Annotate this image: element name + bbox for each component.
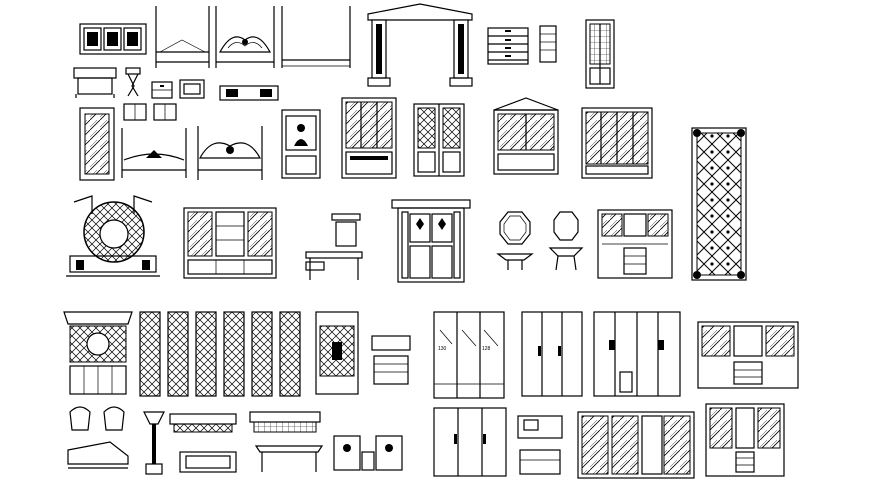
coffee-table [179, 451, 237, 473]
vanity-table-with-mirror [305, 213, 363, 280]
console-table [73, 67, 117, 98]
double-door-cabinet [413, 103, 465, 177]
tall-display-cabinet [597, 209, 673, 279]
standing-lattice-screen [315, 311, 359, 395]
multi-door-glass-cabinet [577, 411, 695, 479]
altar-cabinet [281, 109, 321, 179]
stool [125, 67, 141, 97]
low-bench [169, 413, 237, 433]
display-cabinet-drawers [705, 403, 785, 477]
octagon-table-a [496, 211, 534, 270]
daybed [67, 441, 129, 469]
chairs-pair [333, 435, 403, 471]
canopy-altar [63, 311, 133, 395]
bed-profile [281, 6, 351, 68]
nightstand-a [151, 81, 173, 99]
wardrobe-dim-label-a: 130 [438, 346, 447, 352]
small-cabinets [123, 103, 177, 121]
chest-of-drawers [487, 27, 529, 65]
display-shelving-unit [183, 207, 277, 279]
tall-glass-cabinet [585, 19, 615, 89]
carved-wardrobe [391, 199, 471, 283]
desk-and-cabinet [517, 415, 563, 475]
sliding-wardrobe [433, 407, 507, 477]
four-poster-bed-ornate [215, 6, 275, 68]
small-chest [371, 335, 411, 385]
wardrobe-dim-label-b: 128 [482, 346, 491, 352]
nightstand-b [179, 79, 205, 99]
diamond-lattice-screen [691, 127, 747, 281]
side-table [254, 445, 324, 472]
four-door-glass-cabinet [581, 107, 653, 179]
sideboard-elevation [79, 23, 147, 55]
bed-headboard-a [121, 128, 187, 178]
folding-screen-panels [139, 311, 301, 397]
wardrobe-with-hanging: 130 128 [433, 311, 505, 399]
three-door-wardrobe [521, 311, 583, 397]
lamp-stand [143, 411, 165, 475]
four-door-wardrobe [593, 311, 681, 397]
bed-headboard-b [197, 126, 263, 180]
carved-bench [249, 411, 321, 433]
pediment-cabinet [493, 97, 559, 175]
armchairs [69, 406, 125, 431]
single-door-wardrobe [79, 107, 115, 181]
bookcase-with-drawers [697, 321, 799, 389]
glass-display-cabinet-a [341, 97, 397, 179]
octagon-table-b [548, 211, 584, 271]
low-sideboard [219, 85, 279, 101]
portal-arch [367, 3, 473, 87]
narrow-shelf [539, 25, 557, 63]
moon-gate-bed [66, 195, 160, 277]
four-poster-bed-plain [155, 6, 210, 68]
